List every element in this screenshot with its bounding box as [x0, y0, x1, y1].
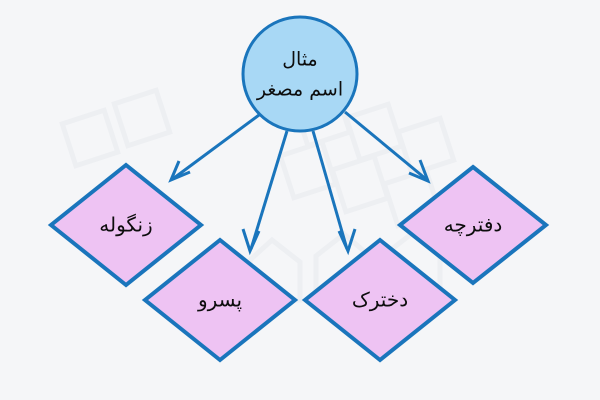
node-leaf-pasrow[interactable]: پسرو [141, 237, 299, 363]
leaf-label-dokhtarak: دخترک [352, 288, 408, 312]
root-label-line1: مثال [282, 49, 318, 71]
edge-root-to-daftarche [344, 110, 431, 184]
root-circle-shape [241, 15, 359, 133]
root-label-line2: اسم مصغر [256, 79, 343, 101]
edges-layer [168, 110, 431, 256]
diamond-shape [141, 237, 299, 363]
leaf-label-pasrow: پسرو [197, 288, 242, 313]
node-leaf-daftarche[interactable]: دفترچه [396, 164, 550, 286]
node-leaf-zangule[interactable]: زنگوله [47, 162, 205, 288]
diamond-shape [396, 164, 550, 286]
edge-root-to-pasrow [241, 130, 289, 256]
diamond-shape [301, 237, 459, 363]
leaf-label-daftarche: دفترچه [444, 213, 503, 237]
edge-root-to-zangule [168, 113, 260, 183]
edge-root-to-dokhtarak [311, 130, 357, 256]
node-root[interactable]: مثال اسم مصغر [241, 15, 359, 133]
diamond-shape [47, 162, 205, 288]
leaf-label-zangule: زنگوله [99, 213, 152, 237]
node-leaf-dokhtarak[interactable]: دخترک [301, 237, 459, 363]
